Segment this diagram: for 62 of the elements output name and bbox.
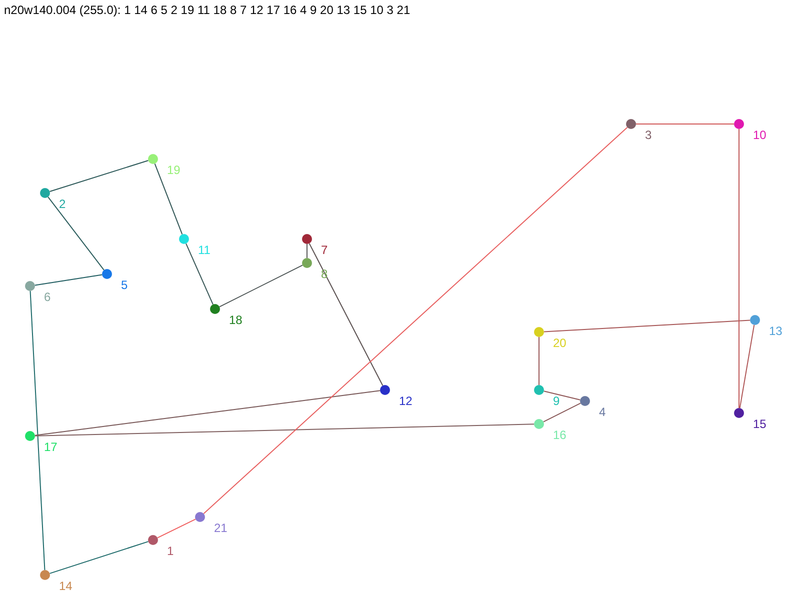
title: n20w140.004 (255.0): 1 14 6 5 2 19 11 18 8 7 12 17 16 4 9 20 13 15 10 3 21 bbox=[4, 3, 410, 17]
route-line bbox=[203, 126, 628, 514]
route-line bbox=[544, 320, 750, 332]
point-marker bbox=[302, 258, 312, 268]
route-line bbox=[34, 424, 534, 436]
point-number: 1 bbox=[167, 544, 174, 558]
route-line bbox=[30, 290, 46, 570]
point-number: 6 bbox=[44, 290, 51, 304]
route-line bbox=[306, 244, 308, 258]
point-number: 20 bbox=[553, 336, 566, 350]
route-line bbox=[218, 264, 304, 308]
point-marker bbox=[302, 234, 312, 244]
point-marker bbox=[102, 269, 112, 279]
point-marker bbox=[25, 431, 35, 441]
point-marker bbox=[534, 385, 544, 395]
point-marker bbox=[148, 154, 158, 164]
point-number: 17 bbox=[44, 440, 58, 454]
point-number: 10 bbox=[753, 128, 766, 142]
point-marker bbox=[25, 281, 35, 291]
point-marker bbox=[380, 385, 390, 395]
point-marker bbox=[179, 234, 189, 244]
point-number: 9 bbox=[553, 394, 560, 408]
route-line bbox=[34, 390, 381, 436]
point-marker bbox=[750, 315, 760, 325]
point-number: 13 bbox=[769, 324, 782, 338]
point-number: 18 bbox=[229, 313, 242, 327]
point-number: 19 bbox=[167, 163, 180, 177]
point-marker bbox=[534, 327, 544, 337]
route-line bbox=[49, 160, 149, 192]
route-line bbox=[542, 402, 582, 422]
point-number: 21 bbox=[214, 521, 228, 535]
point-marker bbox=[195, 512, 205, 522]
point-marker bbox=[626, 119, 636, 129]
point-number: 4 bbox=[599, 405, 606, 419]
route-line bbox=[308, 242, 384, 386]
point-marker bbox=[40, 188, 50, 198]
point-number: 7 bbox=[321, 243, 328, 257]
route-line bbox=[34, 274, 103, 286]
point-number: 15 bbox=[753, 417, 766, 431]
point-number: 3 bbox=[645, 128, 652, 142]
point-marker bbox=[40, 570, 50, 580]
point-marker bbox=[210, 304, 220, 314]
point-marker bbox=[734, 119, 744, 129]
route-line bbox=[543, 390, 581, 400]
point-marker bbox=[734, 408, 744, 418]
point-marker bbox=[148, 535, 158, 545]
route-line bbox=[738, 128, 740, 408]
point-number: 11 bbox=[198, 243, 210, 257]
point-marker bbox=[534, 419, 544, 429]
route-line bbox=[739, 324, 755, 409]
point-number: 12 bbox=[399, 394, 412, 408]
route-line bbox=[157, 518, 196, 538]
point-number: 2 bbox=[59, 197, 66, 211]
point-number: 5 bbox=[121, 278, 128, 292]
point-number: 14 bbox=[59, 579, 72, 593]
route-line bbox=[48, 196, 104, 271]
route-line bbox=[186, 243, 214, 305]
point-marker bbox=[580, 396, 590, 406]
route-line bbox=[154, 163, 183, 235]
route-line bbox=[49, 541, 149, 574]
point-number: 16 bbox=[553, 428, 566, 442]
route-line bbox=[538, 336, 540, 386]
